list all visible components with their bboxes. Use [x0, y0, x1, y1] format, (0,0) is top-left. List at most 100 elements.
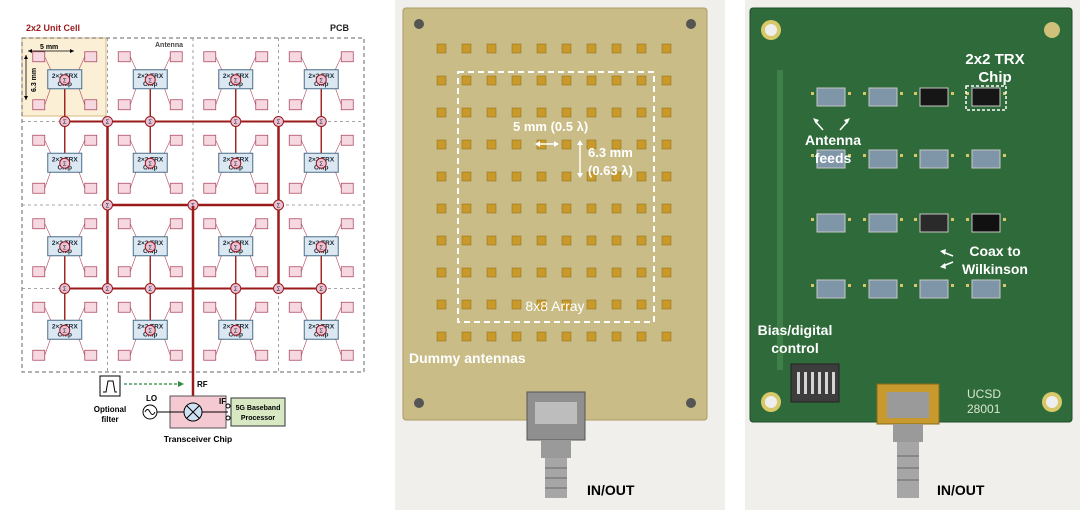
antenna-pad — [436, 235, 447, 246]
antenna-patch — [32, 99, 46, 111]
antenna-patch — [203, 301, 217, 313]
antenna-patch — [84, 218, 98, 230]
antenna-pad — [636, 43, 647, 54]
antenna-label: Antenna — [155, 42, 183, 49]
wilkinson-combiner: Σ — [315, 116, 327, 127]
back-board-photo: 2x2 TRX Chip Antenna feeds Coax to Wilki… — [745, 0, 1080, 510]
antenna-pad — [461, 139, 472, 150]
diagram-canvas: 2×2 TRXChip2×2 TRXChip2×2 TRXChip2×2 TRX… — [21, 23, 365, 444]
antenna-pad — [536, 331, 547, 342]
antenna-pad — [486, 171, 497, 182]
antenna-patch — [32, 218, 46, 230]
wilkinson-combiners: ΣΣΣΣΣΣΣΣΣΣΣΣΣΣΣΣΣΣΣΣΣΣΣΣΣΣΣΣΣΣΣ — [59, 74, 327, 336]
antenna-pad — [586, 203, 597, 214]
antenna-patch — [288, 301, 302, 313]
antenna-pad — [536, 203, 547, 214]
antenna-pad — [461, 43, 472, 54]
wilkinson-combiner: Σ — [273, 283, 284, 294]
header-pin — [832, 372, 835, 394]
antenna-pad — [636, 235, 647, 246]
antenna-patch — [203, 134, 217, 146]
antenna-pad — [511, 299, 522, 310]
svg-text:Σ: Σ — [319, 329, 323, 335]
bias-header-connector — [790, 363, 840, 403]
antenna-patch — [169, 134, 183, 146]
antenna-pad — [486, 75, 497, 86]
antenna-pads — [436, 43, 672, 342]
wilkinson-combiner: Σ — [230, 74, 242, 86]
antenna-pad — [486, 331, 497, 342]
wilkinson-combiner: Σ — [230, 241, 242, 253]
wilkinson-combiner: Σ — [230, 324, 242, 336]
bias-label-1: Bias/digital — [758, 322, 833, 338]
antenna-pad — [486, 139, 497, 150]
antenna-pad — [461, 107, 472, 118]
vertical-spacing-label-2: (0.63 λ) — [588, 163, 633, 178]
antenna-patch — [32, 182, 46, 194]
antenna-patch — [84, 51, 98, 63]
antenna-pad — [561, 171, 572, 182]
trx-chip — [868, 279, 898, 299]
trx-chip — [868, 213, 898, 233]
antenna-patch — [340, 218, 354, 230]
antenna-pad — [511, 267, 522, 278]
svg-text:Σ: Σ — [234, 78, 238, 84]
antenna-pad — [586, 171, 597, 182]
svg-text:Σ: Σ — [106, 120, 110, 126]
antenna-pad — [636, 267, 647, 278]
svg-text:Σ: Σ — [148, 120, 152, 126]
antenna-pad — [586, 75, 597, 86]
antenna-pad — [436, 203, 447, 214]
antenna-patch — [255, 218, 269, 230]
vertical-spacing-label-1: 6.3 mm — [588, 145, 633, 160]
antenna-pad — [636, 203, 647, 214]
filter-label-1: Optional — [94, 405, 126, 414]
antenna-patch — [117, 301, 131, 313]
svg-text:Σ: Σ — [234, 120, 238, 126]
svg-text:Σ: Σ — [234, 329, 238, 335]
antenna-pad — [511, 107, 522, 118]
front-board-photo: 5 mm (0.5 λ) 6.3 mm (0.63 λ) 8x8 Array D… — [395, 0, 725, 510]
antenna-pad — [511, 235, 522, 246]
header-pin — [797, 372, 800, 394]
antenna-pad — [511, 75, 522, 86]
antenna-patch — [117, 182, 131, 194]
trx-chip — [919, 213, 949, 233]
antenna-pad — [636, 75, 647, 86]
header-pin — [811, 372, 814, 394]
antenna-patch — [84, 99, 98, 111]
wilkinson-combiner: Σ — [273, 116, 284, 127]
antenna-pad — [561, 43, 572, 54]
antenna-pad — [436, 75, 447, 86]
antenna-patch — [117, 218, 131, 230]
svg-text:Σ: Σ — [63, 162, 67, 168]
antenna-pad — [536, 43, 547, 54]
antenna-pad — [611, 107, 622, 118]
baseband-processor-box — [230, 397, 286, 427]
antenna-pad — [461, 203, 472, 214]
antenna-pad — [561, 75, 572, 86]
pcb-label: PCB — [330, 23, 350, 33]
antenna-pad — [461, 235, 472, 246]
svg-text:Σ: Σ — [148, 78, 152, 84]
trx-chip — [868, 149, 898, 169]
antenna-patch — [203, 218, 217, 230]
antenna-pad — [661, 43, 672, 54]
antenna-patch — [169, 51, 183, 63]
antenna-pad — [611, 171, 622, 182]
antenna-pad — [661, 75, 672, 86]
antenna-patch — [84, 266, 98, 278]
antenna-pad — [636, 107, 647, 118]
antenna-pad — [636, 299, 647, 310]
svg-text:Σ: Σ — [148, 162, 152, 168]
ucsd-label-2: 28001 — [967, 402, 1001, 416]
antenna-pad — [436, 43, 447, 54]
trx-chip — [816, 279, 846, 299]
antenna-pad — [511, 171, 522, 182]
wilkinson-combiner: Σ — [59, 241, 71, 253]
svg-text:Σ: Σ — [277, 287, 281, 293]
antenna-patch — [84, 301, 98, 313]
svg-text:Σ: Σ — [234, 245, 238, 251]
wilkinson-combiner: Σ — [230, 283, 242, 294]
wilkinson-combiner: Σ — [315, 241, 327, 253]
